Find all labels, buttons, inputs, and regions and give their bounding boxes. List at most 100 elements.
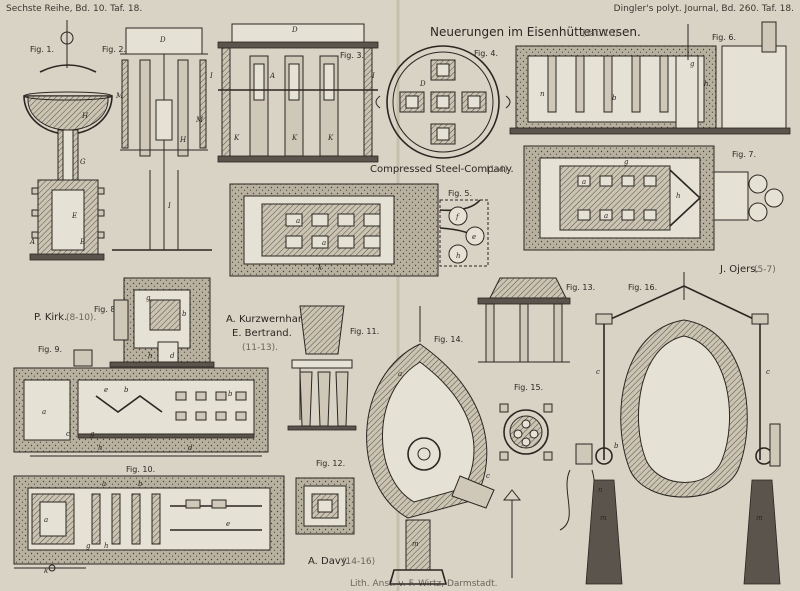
svg-text:c: c xyxy=(66,430,70,438)
figure-10: Fig. 10. a a b e g h k xyxy=(13,465,285,575)
svg-text:I: I xyxy=(167,202,171,210)
fig14-label: Fig. 14. xyxy=(434,335,463,344)
header-right: Dingler's polyt. Journal, Bd. 260. Taf. … xyxy=(614,4,794,14)
svg-text:D: D xyxy=(159,36,166,44)
caption-ojers-ref: (5-7) xyxy=(754,265,776,275)
svg-text:m: m xyxy=(756,514,763,522)
svg-text:K: K xyxy=(291,134,298,142)
svg-text:M: M xyxy=(115,92,124,100)
svg-text:c: c xyxy=(596,368,600,376)
svg-text:h: h xyxy=(704,80,709,88)
figure-15: Fig. 15. xyxy=(499,383,553,461)
fig8-label: Fig. 8. xyxy=(94,305,118,314)
svg-text:K: K xyxy=(327,134,334,142)
caption-kirk-ref: (8-10). xyxy=(66,313,96,323)
figure-1: Fig. 1. H G E A B xyxy=(23,20,113,261)
svg-text:G: G xyxy=(80,158,86,166)
svg-text:n: n xyxy=(598,486,603,494)
caption-davy-ref: (14-16) xyxy=(342,557,375,567)
figure-16: c c m m n b xyxy=(559,272,781,585)
figure-13: Fig. 13. xyxy=(477,277,595,363)
svg-text:a: a xyxy=(398,370,402,378)
fig12-label: Fig. 12. xyxy=(316,459,345,468)
svg-text:a: a xyxy=(604,212,608,220)
figure-7: Fig. 7. a a g h xyxy=(523,145,784,251)
svg-text:c: c xyxy=(486,472,490,480)
figure-3: Fig. 3. D K K K A I I xyxy=(209,23,379,163)
fig16-label: Fig. 16. xyxy=(628,283,657,292)
svg-text:A: A xyxy=(269,72,275,80)
svg-text:h: h xyxy=(98,444,103,452)
svg-text:b: b xyxy=(614,442,619,450)
figure-9: Fig. 9. a e b b c g h d xyxy=(13,345,269,457)
caption-davy: A. Davy. xyxy=(308,556,348,567)
svg-text:e: e xyxy=(472,233,476,241)
svg-text:a: a xyxy=(296,217,300,225)
caption-kurzwernhart-2: E. Bertrand. xyxy=(232,328,292,339)
svg-text:b: b xyxy=(228,390,233,398)
svg-text:a: a xyxy=(44,516,48,524)
figure-11: Fig. 11. xyxy=(287,305,379,431)
caption-kirk: P. Kirk. xyxy=(34,312,67,323)
fig2-label: Fig. 2. xyxy=(102,45,126,54)
svg-text:I: I xyxy=(371,72,375,80)
svg-text:H: H xyxy=(179,136,187,144)
svg-text:n: n xyxy=(540,90,545,98)
svg-text:B: B xyxy=(79,238,85,246)
svg-text:e: e xyxy=(104,386,108,394)
fig7-label: Fig. 7. xyxy=(732,150,756,159)
fig6-label: Fig. 6. xyxy=(712,33,736,42)
svg-text:g: g xyxy=(690,60,695,68)
figure-5: Fig. 5. a a f e h k xyxy=(229,183,489,277)
caption-compressed-ref: (1-4). xyxy=(486,165,511,175)
svg-text:m: m xyxy=(600,514,607,522)
fig15-label: Fig. 15. xyxy=(514,383,543,392)
svg-text:d: d xyxy=(188,444,193,452)
svg-text:b: b xyxy=(612,94,617,102)
svg-text:g: g xyxy=(624,158,629,166)
fig1-label: Fig. 1. xyxy=(30,45,54,54)
svg-text:g: g xyxy=(86,542,91,550)
svg-text:a: a xyxy=(42,408,46,416)
svg-text:h: h xyxy=(148,352,153,360)
svg-text:k: k xyxy=(318,264,322,272)
fig11-label: Fig. 11. xyxy=(350,327,379,336)
figure-2: Fig. 2. D M M H I xyxy=(102,27,212,251)
svg-text:M: M xyxy=(195,116,204,124)
svg-text:a: a xyxy=(582,178,586,186)
caption-compressed: Compressed Steel-Company. xyxy=(370,164,514,175)
caption-kurzwernhart-1: A. Kurzwernhart u. xyxy=(226,314,319,325)
svg-text:f: f xyxy=(455,213,460,221)
svg-text:I: I xyxy=(209,72,213,80)
svg-text:g: g xyxy=(146,294,151,302)
svg-text:a: a xyxy=(102,480,106,488)
svg-text:a: a xyxy=(322,239,326,247)
svg-text:d: d xyxy=(170,352,175,360)
svg-text:E: E xyxy=(71,212,77,220)
plate-title-ref: (Taf. 18). xyxy=(582,29,621,39)
fig3-label: Fig. 3. xyxy=(340,51,364,60)
figure-4: Fig. 4. D xyxy=(375,45,511,159)
figure-8: Fig. 8. g b h d xyxy=(94,277,215,368)
plate-title: Neuerungen im Eisenhüttenwesen. xyxy=(430,25,641,39)
fig13-label: Fig. 13. xyxy=(566,283,595,292)
fig4-label: Fig. 4. xyxy=(474,49,498,58)
figure-12: Fig. 12. xyxy=(295,459,355,535)
svg-text:h: h xyxy=(104,542,109,550)
svg-text:K: K xyxy=(233,134,240,142)
header-left: Sechste Reihe, Bd. 10. Taf. 18. xyxy=(6,4,142,14)
fig10-label: Fig. 10. xyxy=(126,465,155,474)
svg-text:m: m xyxy=(412,540,419,548)
svg-text:b: b xyxy=(138,480,143,488)
svg-text:h: h xyxy=(456,252,461,260)
svg-text:b: b xyxy=(182,310,187,318)
caption-ojers: J. Ojers. xyxy=(719,264,759,275)
caption-kurzwernhart-ref: (11-13). xyxy=(242,343,278,353)
svg-text:D: D xyxy=(291,26,298,34)
svg-text:h: h xyxy=(676,192,681,200)
fig9-label: Fig. 9. xyxy=(38,345,62,354)
svg-text:H: H xyxy=(81,112,89,120)
svg-text:A: A xyxy=(29,238,35,246)
figure-6: Fig. 6. g n b h xyxy=(509,21,791,135)
